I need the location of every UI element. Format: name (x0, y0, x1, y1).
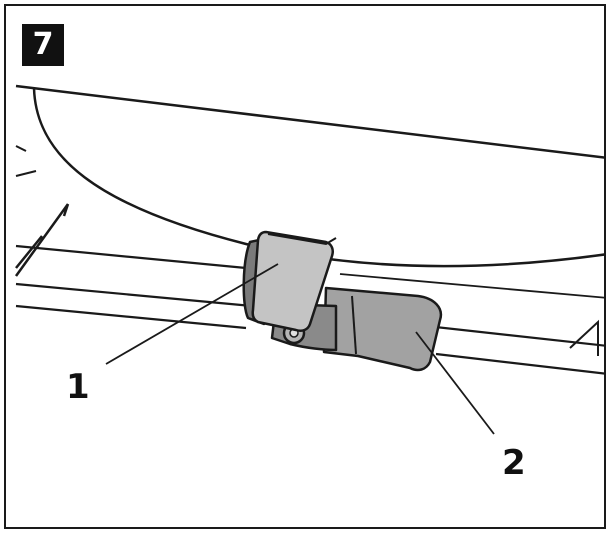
step-number-badge: 7 (22, 24, 64, 66)
left-edge-line (15, 145, 37, 177)
callout-leader-1 (105, 263, 279, 365)
callout-label-1: 1 (66, 367, 90, 407)
shell-curve (32, 87, 604, 268)
lever-bracket (322, 286, 443, 372)
illustration: 1 2 (14, 84, 604, 483)
lever-bracket-fold (351, 295, 357, 355)
rail-line-bottom (15, 304, 604, 375)
instruction-figure-frame: 7 1 2 (4, 4, 606, 529)
left-side-panel (14, 203, 70, 277)
clip-latch-top-edge (267, 233, 337, 246)
right-lower-notch (569, 319, 599, 356)
clip-latch (251, 230, 334, 332)
rail-line-top (15, 244, 247, 270)
callout-leader-2 (415, 331, 495, 435)
rail-line-inner (339, 273, 604, 299)
upper-surface-edge (15, 84, 604, 159)
callout-label-2: 2 (502, 443, 526, 483)
